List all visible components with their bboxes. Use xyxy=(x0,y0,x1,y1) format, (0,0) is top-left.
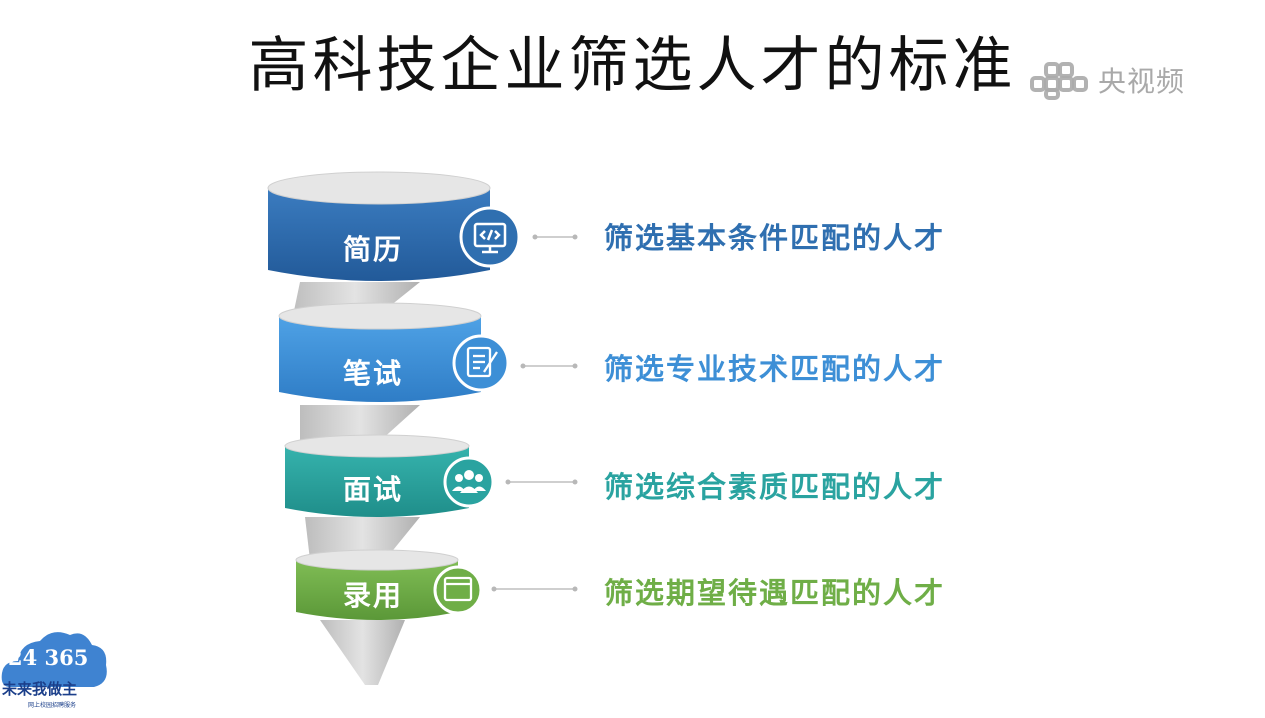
stage-description-written-test: 筛选专业技术匹配的人才 xyxy=(604,352,946,386)
band-body xyxy=(279,316,481,402)
band-body xyxy=(285,446,469,517)
band-top xyxy=(295,549,459,571)
stage-band-interview xyxy=(284,434,578,517)
icon-badge xyxy=(443,456,495,508)
band-top xyxy=(284,434,470,458)
ribbon-segment xyxy=(305,517,420,560)
stage-label-written-test: 笔试 xyxy=(343,357,404,390)
cloud-icon xyxy=(1,632,107,687)
band-body xyxy=(296,560,458,620)
stage-description-interview: 筛选综合素质匹配的人才 xyxy=(604,470,946,504)
stage-label-interview: 面试 xyxy=(343,473,404,506)
connector-dot xyxy=(491,586,497,592)
connector-dot xyxy=(532,234,538,240)
browser-window-icon xyxy=(443,576,473,602)
connector-dot xyxy=(572,234,578,240)
connector-dot xyxy=(520,363,526,369)
logo-subtitle: 网上校园招聘服务 xyxy=(28,702,77,709)
stage-description-resume: 筛选基本条件匹配的人才 xyxy=(604,221,946,255)
connector-dot xyxy=(505,479,511,485)
watermark: 央视频 xyxy=(1030,60,1185,100)
band-top xyxy=(278,302,482,330)
stage-label-hire: 录用 xyxy=(343,579,404,612)
stage-band-resume xyxy=(267,171,578,281)
cctv-video-logo-icon xyxy=(1030,62,1088,100)
document-edit-icon xyxy=(466,346,498,378)
page-title: 高科技企业筛选人才的标准 xyxy=(248,31,1017,101)
connector-dot xyxy=(572,479,578,485)
stage-band-hire xyxy=(295,549,578,620)
stage-description-hire: 筛选期望待遇匹配的人才 xyxy=(604,576,946,610)
band-body xyxy=(268,188,490,281)
stage-band-written-test xyxy=(278,302,578,402)
ribbon-tail xyxy=(320,620,405,685)
people-group-icon xyxy=(452,470,486,493)
band-top xyxy=(267,171,491,205)
connector-dot xyxy=(572,586,578,592)
logo-number: 24 365 xyxy=(8,645,89,670)
watermark-text: 央视频 xyxy=(1098,65,1186,98)
brand-logo: 24 365 未来我做主 网上校园招聘服务 xyxy=(0,625,110,718)
icon-badge xyxy=(433,565,483,615)
stage-label-resume: 简历 xyxy=(343,233,404,266)
code-monitor-icon xyxy=(473,222,507,254)
logo-slogan: 未来我做主 xyxy=(2,680,78,698)
connector-dot xyxy=(572,363,578,369)
